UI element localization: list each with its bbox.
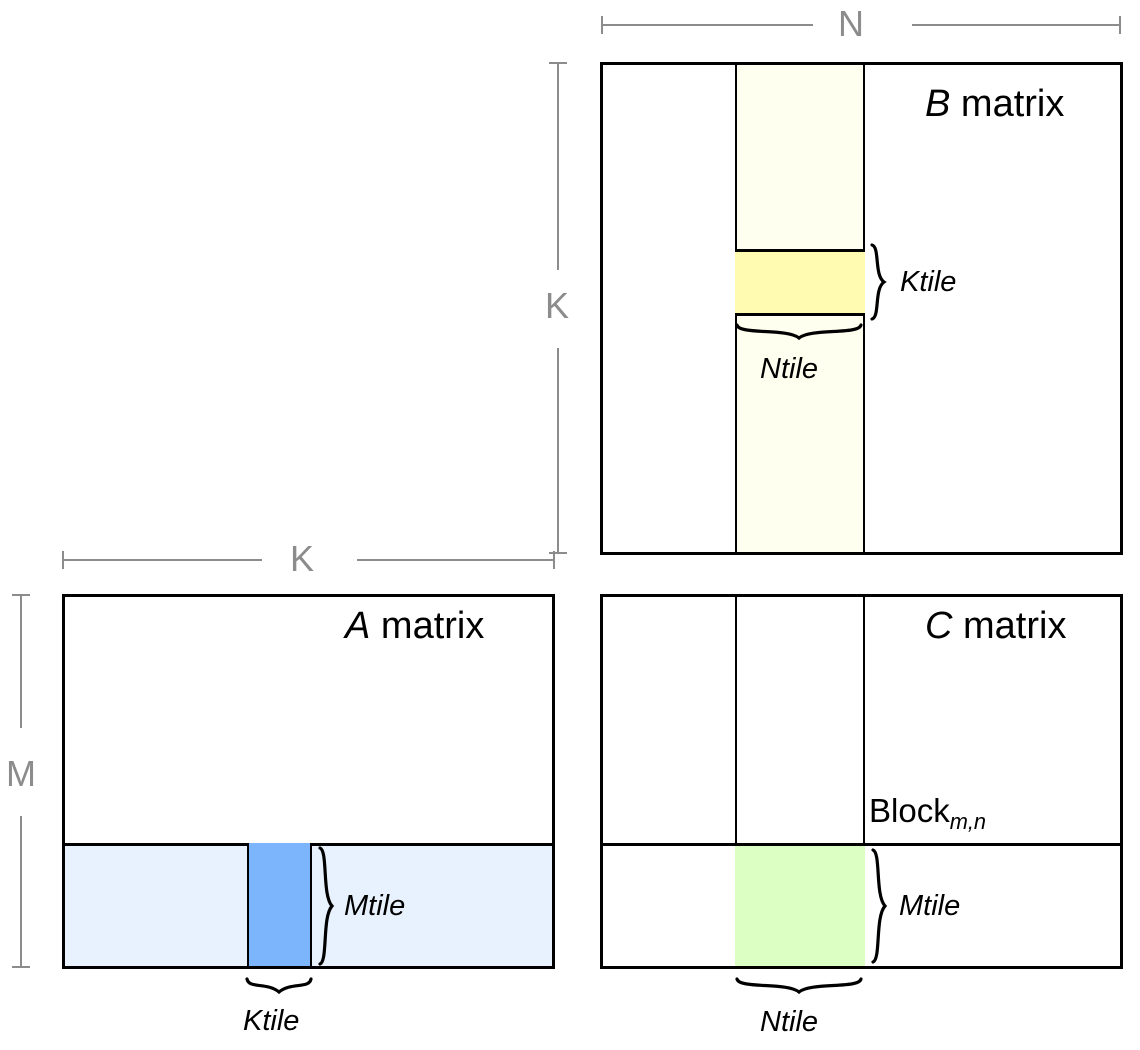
n-dimension-label: N bbox=[838, 3, 864, 44]
a-mtile-label: Mtile bbox=[344, 890, 406, 922]
n-dimension-right-line bbox=[912, 24, 1121, 26]
m-dimension-label: M bbox=[6, 753, 36, 794]
b-ntile-label: Ntile bbox=[760, 353, 819, 385]
a-matrix-frame bbox=[62, 594, 555, 969]
c-block-label: Blockm,n bbox=[869, 792, 986, 832]
b-ktile-tile bbox=[735, 249, 865, 316]
c-ntile-brace bbox=[735, 976, 863, 1002]
k-horizontal-left-line bbox=[62, 559, 262, 561]
n-dimension-right-cap bbox=[1119, 16, 1121, 34]
a-mtile-brace bbox=[316, 845, 342, 967]
a-ktile-tile bbox=[247, 843, 312, 966]
b-matrix-label-var: B bbox=[925, 83, 951, 125]
b-matrix-label-text: matrix bbox=[950, 83, 1065, 125]
c-row-rule bbox=[600, 843, 1123, 846]
c-matrix-label-var: C bbox=[925, 605, 953, 647]
c-mtile-brace bbox=[869, 847, 895, 965]
b-matrix-label: B matrix bbox=[925, 85, 1064, 123]
k-horizontal-label: K bbox=[290, 538, 315, 579]
m-dimension-top-line bbox=[20, 594, 22, 728]
a-matrix-label-text: matrix bbox=[370, 605, 485, 647]
c-block-label-sub: m,n bbox=[949, 808, 986, 834]
c-matrix-label: C matrix bbox=[925, 607, 1066, 645]
c-block-tile bbox=[735, 846, 865, 966]
k-horizontal-right-line bbox=[357, 559, 555, 561]
k-horizontal-right-cap bbox=[553, 551, 555, 569]
c-column-left-rule bbox=[735, 597, 737, 966]
c-column-right-rule bbox=[863, 597, 865, 966]
c-matrix-label-text: matrix bbox=[952, 605, 1067, 647]
c-block-label-base: Block bbox=[869, 792, 950, 829]
k-vertical-label: K bbox=[545, 285, 570, 326]
b-ntile-brace bbox=[735, 322, 863, 348]
a-ktile-label: Ktile bbox=[243, 1005, 300, 1037]
a-ktile-brace bbox=[245, 976, 313, 1000]
n-dimension-left-line bbox=[601, 24, 813, 26]
c-matrix-frame bbox=[600, 594, 1123, 969]
b-ktile-brace bbox=[868, 243, 896, 321]
b-ktile-label: Ktile bbox=[900, 266, 957, 298]
k-vertical-bottom-line bbox=[557, 348, 559, 554]
b-matrix-frame bbox=[600, 62, 1123, 555]
m-dimension-bottom-cap bbox=[12, 966, 30, 968]
a-matrix-label: A matrix bbox=[345, 607, 484, 645]
c-ntile-label: Ntile bbox=[760, 1006, 819, 1038]
k-vertical-top-line bbox=[557, 62, 559, 270]
a-matrix-label-var: A bbox=[345, 605, 371, 647]
c-mtile-label: Mtile bbox=[899, 890, 961, 922]
m-dimension-bottom-line bbox=[20, 816, 22, 968]
k-vertical-bottom-cap bbox=[549, 552, 567, 554]
